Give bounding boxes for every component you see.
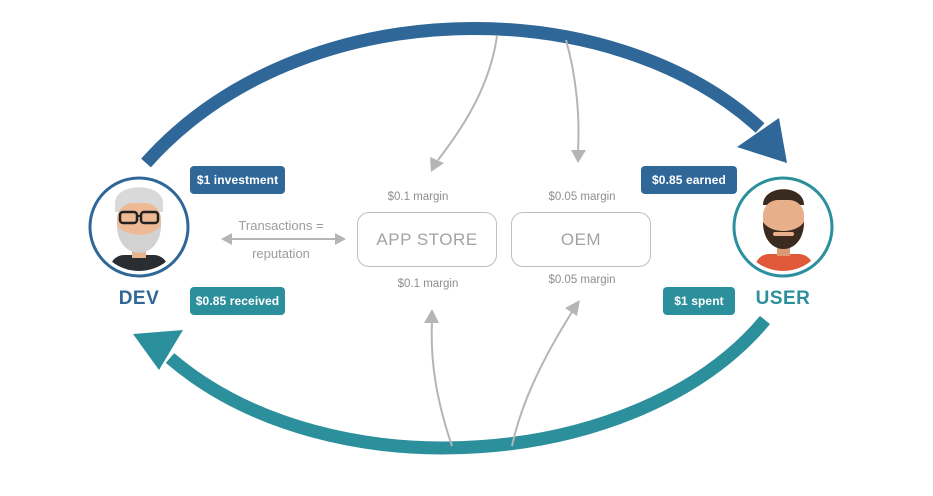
- appstore-margin-bottom: $0.1 margin: [397, 278, 459, 290]
- top-flow-arc: [141, 22, 765, 168]
- oem-margin-top: $0.05 margin: [548, 191, 616, 203]
- received-badge: $0.85 received: [190, 287, 285, 315]
- transactions-arrowhead-left: [221, 233, 232, 245]
- earned-badge: $0.85 earned: [641, 166, 737, 194]
- appstore-margin-top: $0.1 margin: [387, 191, 449, 203]
- transactions-label: Transactions =: [238, 218, 324, 233]
- bottom-to-oem-arrowhead: [565, 300, 580, 316]
- oem-box: OEM: [511, 212, 651, 267]
- user-avatar: [732, 176, 834, 278]
- bottom-to-oem-arrow: [511, 311, 573, 447]
- top-to-oem-arrowhead: [571, 150, 586, 163]
- investment-badge: $1 investment: [190, 166, 285, 194]
- top-to-oem-arrow: [565, 39, 580, 151]
- oem-margin-bottom: $0.05 margin: [548, 274, 616, 286]
- spent-badge: $1 spent: [663, 287, 735, 315]
- bottom-flow-arrowhead: [133, 330, 183, 370]
- bottom-to-appstore-arrowhead: [424, 309, 439, 323]
- reputation-label: reputation: [252, 246, 310, 261]
- top-to-appstore-arrowhead: [430, 157, 444, 172]
- top-flow-arrowhead: [737, 118, 787, 163]
- top-to-appstore-arrow: [437, 35, 498, 161]
- dev-label: DEV: [118, 288, 160, 309]
- transactions-arrowhead-right: [335, 233, 346, 245]
- app-store-box: APP STORE: [357, 212, 497, 267]
- bottom-flow-arc: [165, 315, 770, 455]
- bottom-to-appstore-arrow: [430, 321, 453, 447]
- dev-avatar: [88, 176, 190, 278]
- user-label: USER: [755, 288, 811, 309]
